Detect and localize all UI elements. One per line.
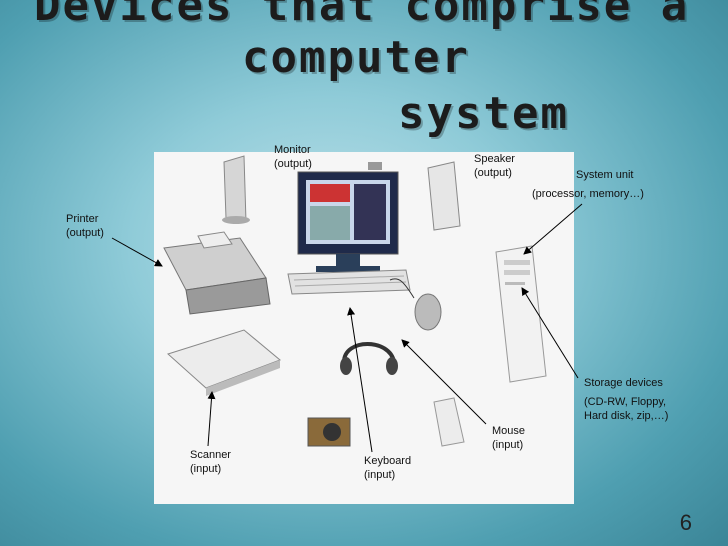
slide-number: 6 (680, 510, 692, 536)
system-unit-label: System unit (processor, memory…) (532, 168, 644, 201)
monitor-label: Monitor (output) (274, 143, 312, 171)
printer-label: Printer (output) (66, 212, 104, 240)
keyboard-label: Keyboard (input) (364, 454, 411, 482)
mouse-label: Mouse (input) (492, 424, 525, 452)
speaker-label: Speaker (output) (474, 152, 515, 180)
storage-devices-label: Storage devices (CD-RW, Floppy, Hard dis… (584, 376, 668, 423)
scanner-label: Scanner (input) (190, 448, 231, 476)
